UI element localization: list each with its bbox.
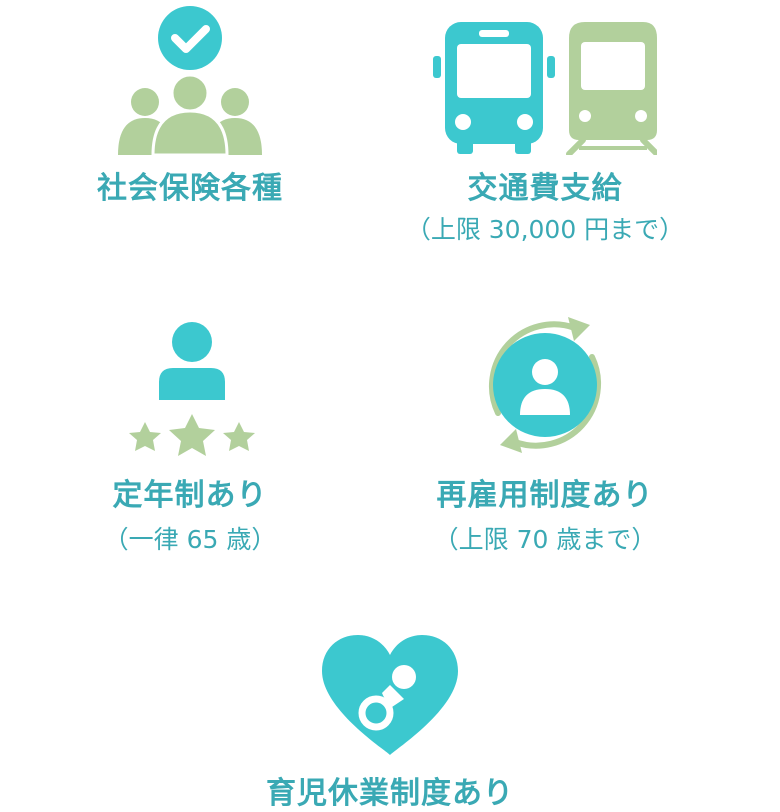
benefit-title: 社会保険各種 <box>97 171 283 206</box>
benefit-note: （一律 65 歳） <box>103 525 277 554</box>
benefit-retirement-age: 定年制あり （一律 65 歳） <box>40 310 340 560</box>
benefit-title: 交通費支給 <box>467 171 623 206</box>
benefit-title: 再雇用制度あり <box>436 478 654 513</box>
benefit-childcare-leave: 育児休業制度あり <box>190 620 590 811</box>
bus-train-icon <box>433 22 657 155</box>
benefit-title: 定年制あり <box>112 478 268 513</box>
benefit-note: （上限 30,000 円まで） <box>405 215 685 244</box>
benefit-transportation: 交通費支給 （上限 30,000 円まで） <box>370 0 720 250</box>
person-cycle-icon <box>489 317 601 453</box>
benefit-note: （上限 70 歳まで） <box>433 525 657 554</box>
person-stars-icon <box>129 322 255 456</box>
benefit-reemployment: 再雇用制度あり （上限 70 歳まで） <box>370 310 720 560</box>
heart-pacifier-icon <box>322 635 458 755</box>
social-insurance-icon <box>118 6 262 155</box>
benefit-title: 育児休業制度あり <box>266 776 514 811</box>
benefit-social-insurance: 社会保険各種 <box>40 0 340 210</box>
